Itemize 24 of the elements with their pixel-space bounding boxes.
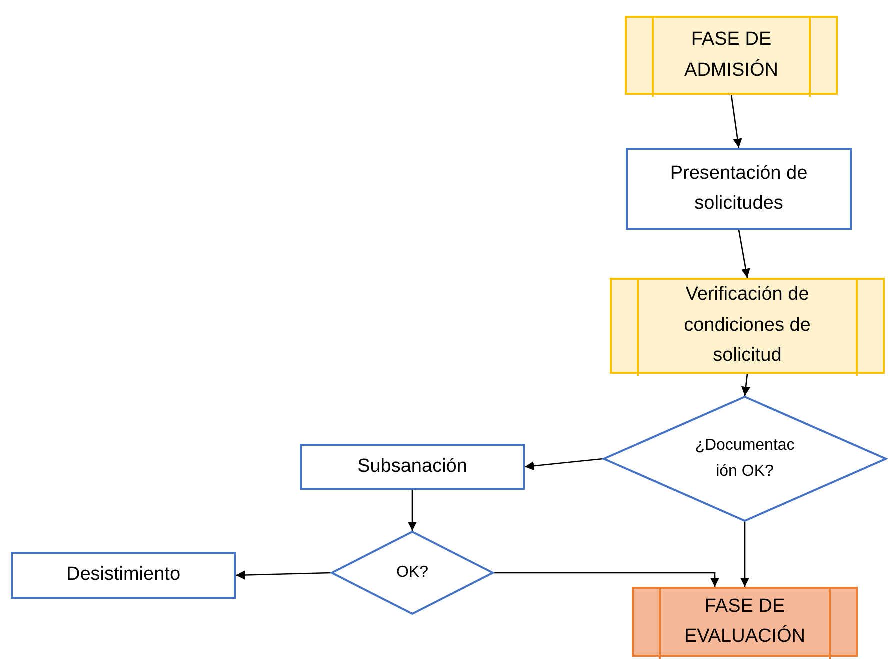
arrow xyxy=(494,572,720,587)
arrow xyxy=(408,490,418,531)
node-label: Verificación de condiciones de solicitud xyxy=(683,283,812,368)
decision-diamond xyxy=(603,396,887,522)
predefined-process-box xyxy=(625,16,838,95)
node-label: FASE DE EVALUACIÓN xyxy=(683,594,807,649)
arrow xyxy=(738,230,750,278)
predefined-process-box xyxy=(632,587,858,657)
arrow xyxy=(524,458,604,471)
arrow xyxy=(742,374,751,396)
node-label: Subsanación xyxy=(358,454,468,479)
arrow xyxy=(730,94,742,148)
node-label: Desistimiento xyxy=(66,563,181,588)
arrow xyxy=(740,522,750,587)
decision-diamond xyxy=(331,531,494,615)
predefined-process-box xyxy=(610,278,885,374)
process-box xyxy=(11,552,236,599)
node-label: OK? xyxy=(396,563,428,584)
arrow xyxy=(236,570,332,580)
process-box xyxy=(300,444,525,490)
process-box xyxy=(626,148,852,230)
node-label: Presentación de solicitudes xyxy=(669,162,809,216)
node-label: FASE DE ADMISIÓN xyxy=(684,28,780,82)
node-label: ¿Documentación OK? xyxy=(695,436,795,482)
